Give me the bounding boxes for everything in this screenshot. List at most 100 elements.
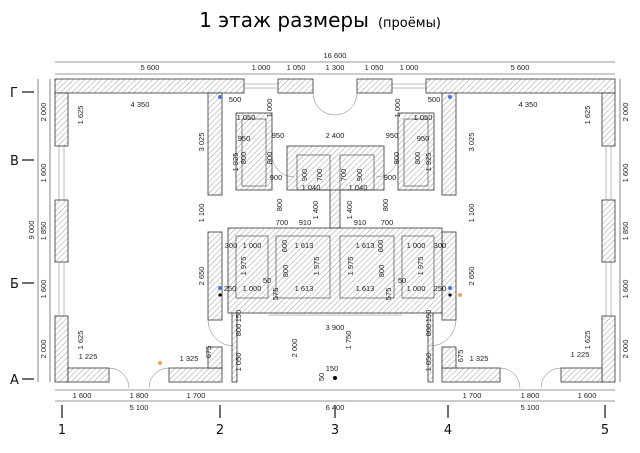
dimension-label: 1 613 xyxy=(295,284,314,293)
dimension-label: 300 xyxy=(434,241,447,250)
dimension-label: 1 000 xyxy=(243,284,262,293)
dimension-label: 3 900 xyxy=(326,323,345,332)
dimension-label: 150 xyxy=(424,310,433,323)
dimension-label: 950 xyxy=(386,131,399,140)
dimension-label: 4 350 xyxy=(131,100,150,109)
dimension-label: 900 xyxy=(270,173,283,182)
dimension-label: 1 925 xyxy=(231,153,240,172)
dimension-label: 1 300 xyxy=(326,63,345,72)
dimension-label: 800 xyxy=(239,152,248,165)
dimension-label: 1 800 xyxy=(521,391,540,400)
dimension-label: 500 xyxy=(428,95,441,104)
dimension-label: 1 600 xyxy=(39,280,48,299)
dimension-label: 900 xyxy=(384,173,397,182)
dimension-label: 800 xyxy=(265,152,274,165)
dimension-label: 1 000 xyxy=(265,99,274,118)
dimension-label: 150 xyxy=(326,364,339,373)
dimension-label: 675 xyxy=(204,346,213,359)
dimension-label: 1 625 xyxy=(583,331,592,350)
dimension-label: 1 613 xyxy=(356,241,375,250)
dimension-label: 500 xyxy=(229,95,242,104)
dimension-label: 1 100 xyxy=(467,204,476,223)
dimension-label: 700 xyxy=(315,169,324,182)
doors-windows xyxy=(58,83,612,389)
dimension-label: 4 350 xyxy=(519,100,538,109)
dimension-label: 1 000 xyxy=(400,63,419,72)
dimension-label: 1 850 xyxy=(621,222,630,241)
axis-letter: В xyxy=(10,154,19,169)
dimension-label: 900 xyxy=(355,169,364,182)
dimension-label: 50 xyxy=(398,276,406,285)
dimension-label: 1 625 xyxy=(76,331,85,350)
dimension-label: 3 025 xyxy=(197,133,206,152)
dimension-label: 1 050 xyxy=(287,63,306,72)
dimension-label: 1 000 xyxy=(243,241,262,250)
dimension-label: 1 600 xyxy=(578,391,597,400)
dimension-label: 5 600 xyxy=(141,63,160,72)
dimension-label: 5 100 xyxy=(521,403,540,412)
dimension-label: 1 325 xyxy=(180,354,199,363)
dimension-label: 700 xyxy=(276,218,289,227)
dimension-label: 2 650 xyxy=(197,267,206,286)
axis-number: 1 xyxy=(58,423,66,438)
dimension-label: 800 xyxy=(377,265,386,278)
dimension-label: 910 xyxy=(299,218,312,227)
dimension-label: 16 600 xyxy=(324,51,347,60)
dimension-label: 1 000 xyxy=(252,63,271,72)
dimension-label: 1 000 xyxy=(407,241,426,250)
dimension-label: 700 xyxy=(339,169,348,182)
dimension-label: 800 xyxy=(234,324,243,337)
dimension-label: 575 xyxy=(271,288,280,301)
title-sub: (проёмы) xyxy=(378,16,441,31)
dimension-label: 1 975 xyxy=(312,257,321,276)
dimension-label: 2 000 xyxy=(621,103,630,122)
dimension-label: 600 xyxy=(280,240,289,253)
dimension-label: 950 xyxy=(238,134,251,143)
axis-letter: Г xyxy=(10,86,18,101)
dimension-label: 1 225 xyxy=(571,350,590,359)
dimension-label: 1 400 xyxy=(311,201,320,220)
dimension-label: 2 000 xyxy=(39,340,48,359)
dimension-label: 800 xyxy=(392,152,401,165)
dimension-label: 6 400 xyxy=(326,403,345,412)
dimension-label: 1 613 xyxy=(356,284,375,293)
dimension-label: 1 925 xyxy=(424,153,433,172)
page-title: 1 этаж размеры (проёмы) xyxy=(199,8,441,32)
dimension-label: 900 xyxy=(300,169,309,182)
dimension-label: 575 xyxy=(384,288,393,301)
dimension-label: 1 800 xyxy=(130,391,149,400)
dimension-label: 675 xyxy=(456,350,465,363)
dimension-label: 1 325 xyxy=(470,354,489,363)
dimension-label: 600 xyxy=(376,240,385,253)
dimension-label: 1 000 xyxy=(393,99,402,118)
dimension-label: 1 975 xyxy=(416,257,425,276)
dimension-label: 2 000 xyxy=(621,340,630,359)
dimension-label: 1 600 xyxy=(39,164,48,183)
dimension-label: 1 850 xyxy=(39,222,48,241)
dimension-label: 2 400 xyxy=(326,131,345,140)
title-main: 1 этаж размеры xyxy=(199,8,369,32)
axis-number: 5 xyxy=(601,423,609,438)
dimension-label: 800 xyxy=(275,199,284,212)
dimension-label: 1 613 xyxy=(295,241,314,250)
dimension-label: 800 xyxy=(413,152,422,165)
axis-letter: Б xyxy=(10,277,19,292)
axis-letter: А xyxy=(10,373,19,388)
dimension-lines xyxy=(37,61,621,402)
dimension-label: 1 000 xyxy=(407,284,426,293)
dimension-label: 1 040 xyxy=(349,183,368,192)
dimension-label: 1 225 xyxy=(79,352,98,361)
dimension-label: 950 xyxy=(272,131,285,140)
dimension-label: 250 xyxy=(434,284,447,293)
dimension-label: 2 000 xyxy=(290,339,299,358)
dimension-label: 1 050 xyxy=(234,353,243,372)
dimension-label: 910 xyxy=(354,218,367,227)
dimension-label: 1 750 xyxy=(344,331,353,350)
dimension-label: 1 600 xyxy=(621,164,630,183)
dimension-label: 3 025 xyxy=(467,133,476,152)
dimension-label: 1 040 xyxy=(302,183,321,192)
dimension-label: 1 050 xyxy=(424,353,433,372)
dimension-label: 1 050 xyxy=(365,63,384,72)
